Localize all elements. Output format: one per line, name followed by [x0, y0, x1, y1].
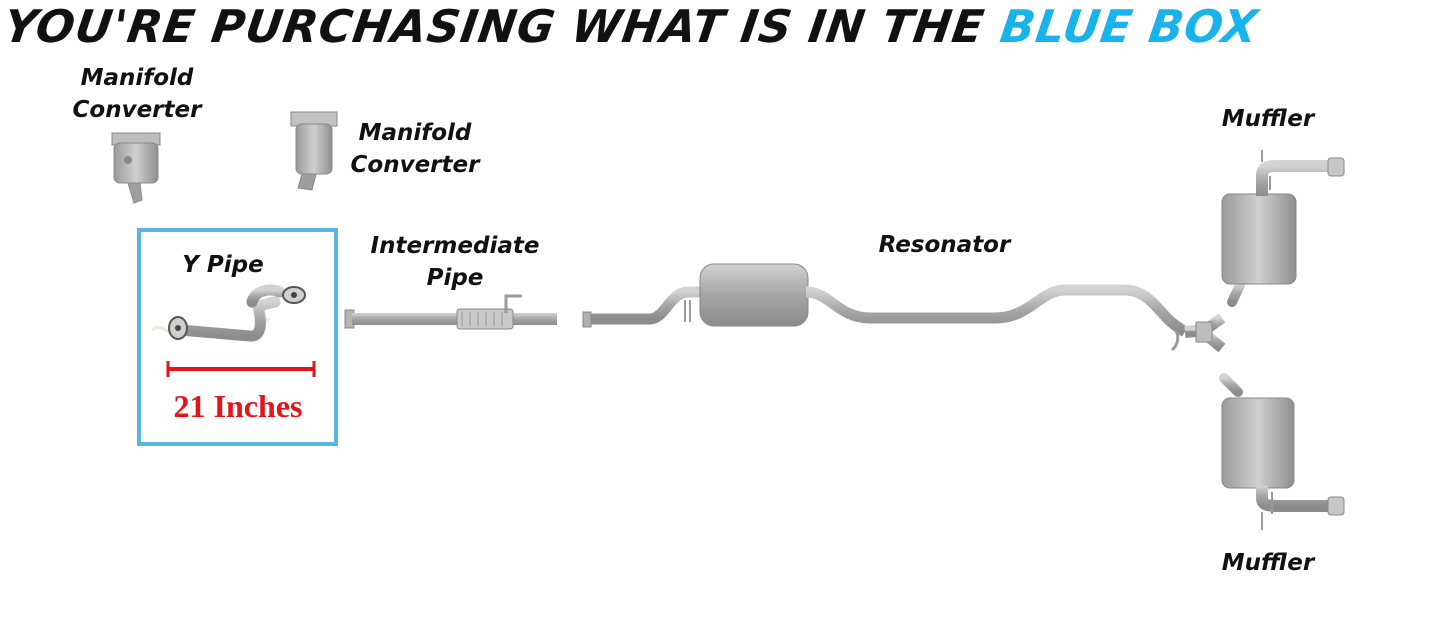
- label-manifold-converter-2-line2: Converter: [350, 152, 480, 178]
- muffler-bottom-image: [1219, 373, 1345, 530]
- selection-box: [137, 228, 338, 446]
- label-intermediate-pipe: Intermediate Pipe: [360, 230, 550, 294]
- label-manifold-converter-1-line1: Manifold: [80, 65, 194, 91]
- manifold-converter-1-image: [111, 132, 161, 204]
- label-muffler-bottom: Muffler: [1221, 550, 1315, 576]
- manifold-converter-2-image: [290, 111, 338, 191]
- dimension-line: [166, 361, 316, 377]
- label-intermediate-pipe-line1: Intermediate: [370, 233, 540, 259]
- label-manifold-converter-1: Manifold Converter: [62, 62, 212, 126]
- muffler-top-image: [1221, 150, 1345, 307]
- rear-y-junction-image: [1184, 313, 1226, 353]
- label-resonator: Resonator: [878, 232, 1011, 258]
- label-intermediate-pipe-line2: Pipe: [426, 265, 484, 291]
- label-manifold-converter-1-line2: Converter: [72, 97, 202, 123]
- resonator-assembly-image: [582, 263, 1189, 352]
- intermediate-pipe-image: [344, 294, 557, 330]
- label-manifold-converter-2: Manifold Converter: [340, 117, 490, 181]
- label-manifold-converter-2-line1: Manifold: [358, 120, 472, 146]
- label-muffler-top: Muffler: [1221, 106, 1315, 132]
- y-pipe-image: [151, 284, 306, 342]
- y-pipe-length: 21 Inches: [173, 388, 303, 424]
- label-y-pipe: Y Pipe: [182, 252, 264, 278]
